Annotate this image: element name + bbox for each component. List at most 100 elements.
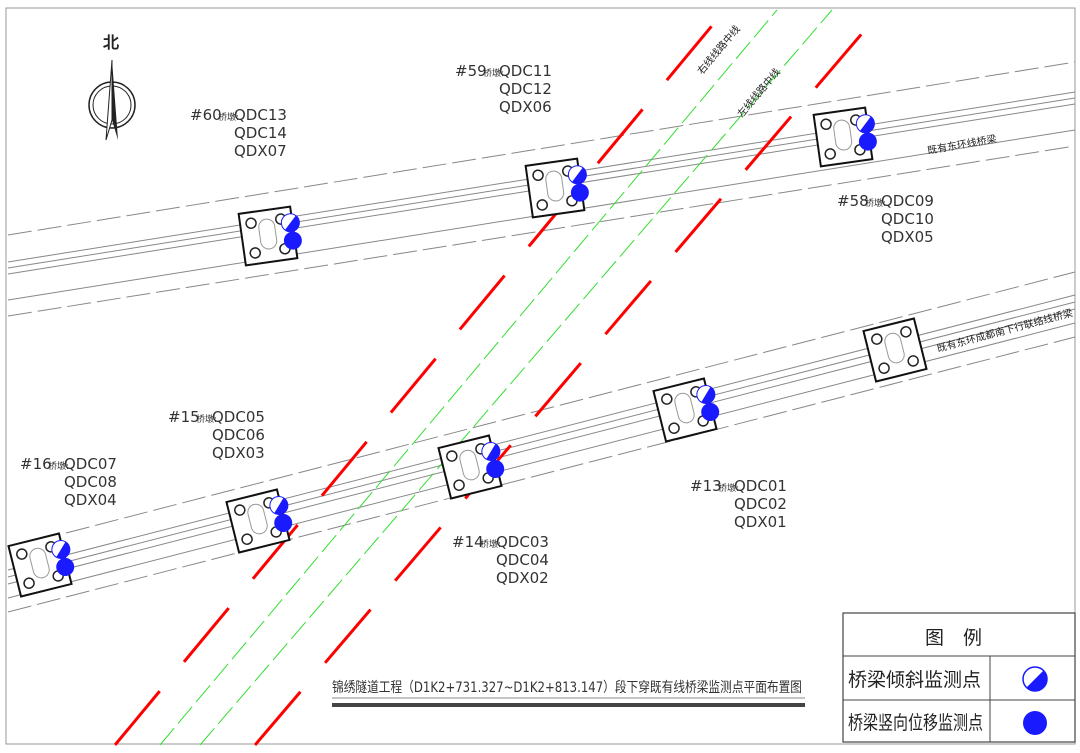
settlement-point-icon (701, 402, 720, 421)
pier-tag: 桥墩: (218, 111, 239, 123)
pier (862, 317, 928, 383)
pier (7, 532, 75, 598)
pier-tag: 桥墩: (718, 482, 739, 494)
tilt-point-icon (280, 213, 300, 233)
bearing-outline (247, 503, 268, 535)
monitoring-point-code: QDX03 (212, 444, 265, 462)
pile-icon (668, 422, 680, 434)
bearing-outline (459, 449, 480, 481)
pile-icon (16, 548, 28, 560)
monitoring-point-code: QDX02 (496, 569, 549, 587)
pier-id: #15 (168, 408, 200, 426)
pile-icon (900, 326, 912, 338)
pile-icon (453, 479, 465, 491)
monitoring-point-code: QDX07 (234, 142, 287, 160)
pier-tag: 桥墩: (865, 197, 886, 209)
upper-bridge-label: 既有东环线桥梁 (926, 132, 997, 157)
settlement-point-icon (1023, 711, 1047, 735)
monitoring-point-code: QDC10 (881, 210, 934, 228)
tilt-point-icon (481, 441, 501, 461)
drawing-title: 锦绣隧道工程（D1K2+731.327~D1K2+813.147）段下穿既有线桥… (332, 679, 805, 707)
pier (812, 106, 877, 168)
monitoring-point-code: QDC08 (64, 473, 117, 491)
tilt-point-icon (696, 384, 716, 404)
bearing-outline (29, 547, 50, 579)
pier (524, 157, 589, 219)
pier-id: #16 (20, 455, 52, 473)
monitoring-point-code: QDC13 (234, 106, 287, 124)
pile-icon (241, 533, 253, 545)
pier-tag: 桥墩: (483, 67, 504, 79)
monitoring-point-code: QDC05 (212, 408, 265, 426)
monitoring-point-code: QDX06 (499, 98, 552, 116)
pier-cap (862, 317, 928, 383)
pile-icon (907, 355, 919, 367)
monitoring-point-code: QDC02 (734, 495, 787, 513)
upper-bridge (7, 61, 1076, 317)
svg-text:北: 北 (103, 33, 119, 52)
settlement-point-icon (283, 231, 302, 250)
tilt-point-icon (1022, 666, 1048, 692)
settlement-point-icon (858, 132, 877, 151)
legend-label-tilt: 桥梁倾斜监测点 (848, 669, 981, 691)
pile-icon (878, 362, 890, 374)
monitoring-point-code: QDC09 (881, 192, 934, 210)
monitoring-point-code: QDC14 (234, 124, 287, 142)
pier (225, 488, 293, 554)
legend-label-settlement: 桥梁竖向位移监测点 (848, 712, 983, 734)
pile-icon (446, 450, 458, 462)
north-arrow: 北 (88, 33, 136, 141)
piers-layer: #60桥墩:QDC13QDC14QDX07#59桥墩:QDC11QDC12QDX… (7, 62, 934, 598)
left-line-label: 左线线路中线 (734, 66, 783, 120)
tilt-point-icon (567, 165, 587, 185)
tilt-point-icon (855, 114, 875, 134)
monitoring-point-code: QDX04 (64, 491, 117, 509)
monitoring-point-code: QDC03 (496, 533, 549, 551)
legend-title: 图 例 (925, 627, 982, 649)
bearing-outline (884, 332, 905, 364)
pier (652, 377, 720, 443)
svg-text:锦绣隧道工程（D1K2+731.327~D1K2+813.1: 锦绣隧道工程（D1K2+731.327~D1K2+813.147）段下穿既有线桥… (332, 679, 802, 696)
settlement-point-icon (570, 183, 589, 202)
settlement-point-icon (486, 459, 505, 478)
pile-icon (532, 169, 544, 181)
legend: 图 例 桥梁倾斜监测点 桥梁竖向位移监测点 (842, 612, 1076, 743)
tilt-point-icon (269, 495, 289, 515)
bearing-outline (674, 392, 695, 424)
monitoring-point-code: QDC06 (212, 426, 265, 444)
pier-tag: 桥墩: (196, 413, 217, 425)
pier-id: #13 (690, 477, 722, 495)
pier-tag: 桥墩: (48, 460, 69, 472)
pier-id: #59 (455, 62, 487, 80)
pile-icon (871, 333, 883, 345)
pier (437, 434, 505, 500)
bearing-outline (833, 119, 853, 151)
pier-tag: 桥墩: (480, 538, 501, 550)
monitoring-point-code: QDC11 (499, 62, 552, 80)
pier-id: #14 (452, 533, 484, 551)
monitoring-point-code: QDX05 (881, 228, 934, 246)
pile-icon (536, 199, 548, 211)
pier-id: #58 (837, 192, 869, 210)
pile-icon (23, 577, 35, 589)
pile-icon (820, 118, 832, 130)
tunnel-lines (113, 9, 884, 746)
pile-icon (245, 217, 257, 229)
pier-id: #60 (190, 106, 222, 124)
pier (237, 205, 302, 267)
right-line-label: 右线线路中线 (694, 23, 743, 77)
pile-icon (661, 393, 673, 405)
drawing-border (5, 7, 1076, 745)
pile-icon (824, 148, 836, 160)
bearing-outline (258, 218, 278, 250)
tilt-point-icon (51, 539, 71, 559)
monitoring-point-code: QDX01 (734, 513, 787, 531)
